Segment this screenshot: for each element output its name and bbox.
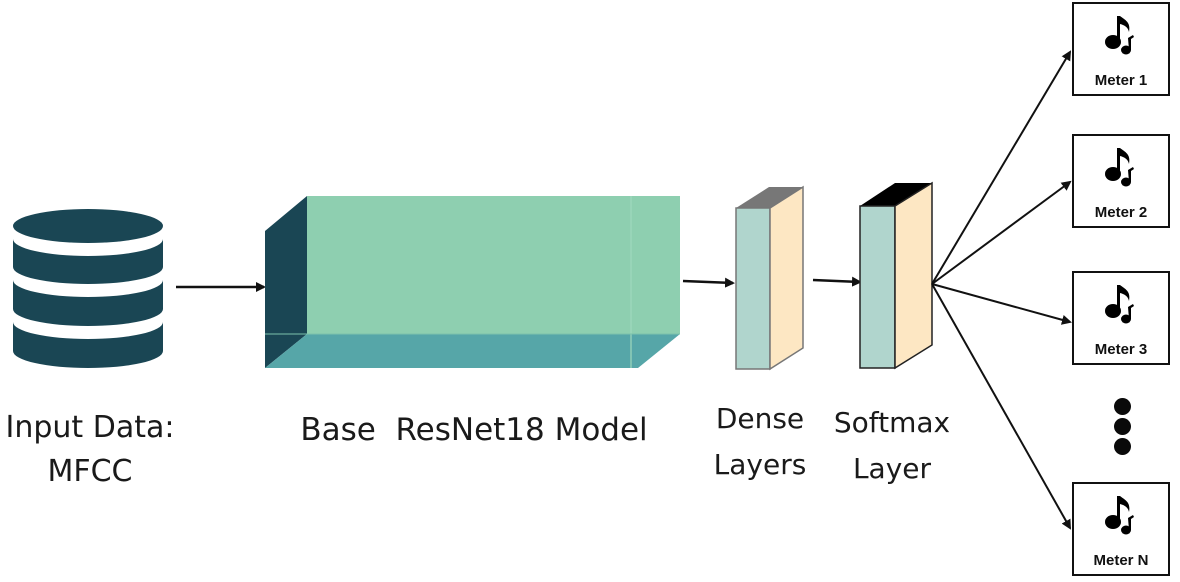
softmax-side-face bbox=[894, 181, 933, 370]
arrow-to-meter-1 bbox=[931, 50, 1072, 285]
input-caption-line-2: MFCC bbox=[47, 454, 133, 489]
input-caption-line-1: Input Data: bbox=[5, 410, 175, 445]
dense-caption-line-2: Layers bbox=[713, 448, 807, 481]
softmax-caption-line-1: Softmax bbox=[833, 406, 951, 439]
resnet-block bbox=[265, 196, 680, 368]
dense-layers-caption: Dense Layers bbox=[704, 396, 816, 488]
ellipsis-dot bbox=[1114, 398, 1131, 415]
dense-top-face bbox=[736, 187, 803, 208]
resnet-left-face bbox=[265, 196, 307, 368]
arrow-resnet-to-dense bbox=[682, 277, 735, 288]
softmax-layer-block bbox=[859, 181, 933, 370]
meter-output-box: Meter 1 bbox=[1072, 2, 1170, 96]
resnet-caption: Base ResNet18 Model bbox=[276, 408, 672, 452]
meter-label: Meter N bbox=[1093, 552, 1149, 569]
database-band-3 bbox=[13, 322, 163, 368]
dense-side-face bbox=[769, 185, 804, 371]
music-note-icon bbox=[1105, 496, 1134, 535]
meter-label: Meter 2 bbox=[1094, 204, 1148, 221]
database-band-1 bbox=[13, 239, 163, 284]
softmax-front-face bbox=[859, 205, 896, 369]
meter-label: Meter 3 bbox=[1094, 341, 1148, 358]
music-note-icon bbox=[1105, 16, 1134, 55]
meter-output-box: Meter 3 bbox=[1072, 271, 1170, 365]
dense-layer-block bbox=[735, 185, 804, 371]
ellipsis-dot bbox=[1114, 418, 1131, 435]
softmax-layer-caption: Softmax Layer bbox=[826, 400, 958, 492]
arrow-to-meter-2 bbox=[931, 180, 1072, 285]
input-data-caption: Input Data: MFCC bbox=[0, 406, 180, 494]
dense-caption-line-1: Dense bbox=[715, 402, 805, 435]
music-note-icon bbox=[1105, 148, 1134, 187]
database-band-2 bbox=[13, 280, 163, 326]
arrow-dense-to-softmax bbox=[812, 276, 862, 287]
meter-label: Meter 1 bbox=[1094, 72, 1148, 89]
softmax-caption-line-2: Layer bbox=[852, 452, 932, 485]
ellipsis-dot bbox=[1114, 438, 1131, 455]
arrow-to-meter-n bbox=[931, 283, 1071, 530]
softmax-top-face bbox=[860, 183, 932, 206]
dense-front-face bbox=[735, 207, 771, 370]
meter-output-box: Meter 2 bbox=[1072, 134, 1170, 228]
meter-output-box: Meter N bbox=[1072, 482, 1170, 576]
resnet-caption-text: Base ResNet18 Model bbox=[300, 412, 648, 448]
database-icon bbox=[13, 209, 163, 368]
music-note-icon bbox=[1105, 285, 1134, 324]
resnet-front-face bbox=[307, 196, 680, 334]
database-top-disk bbox=[13, 209, 163, 243]
resnet-bottom-face bbox=[265, 334, 680, 368]
arrow-to-meter-3 bbox=[931, 283, 1072, 325]
